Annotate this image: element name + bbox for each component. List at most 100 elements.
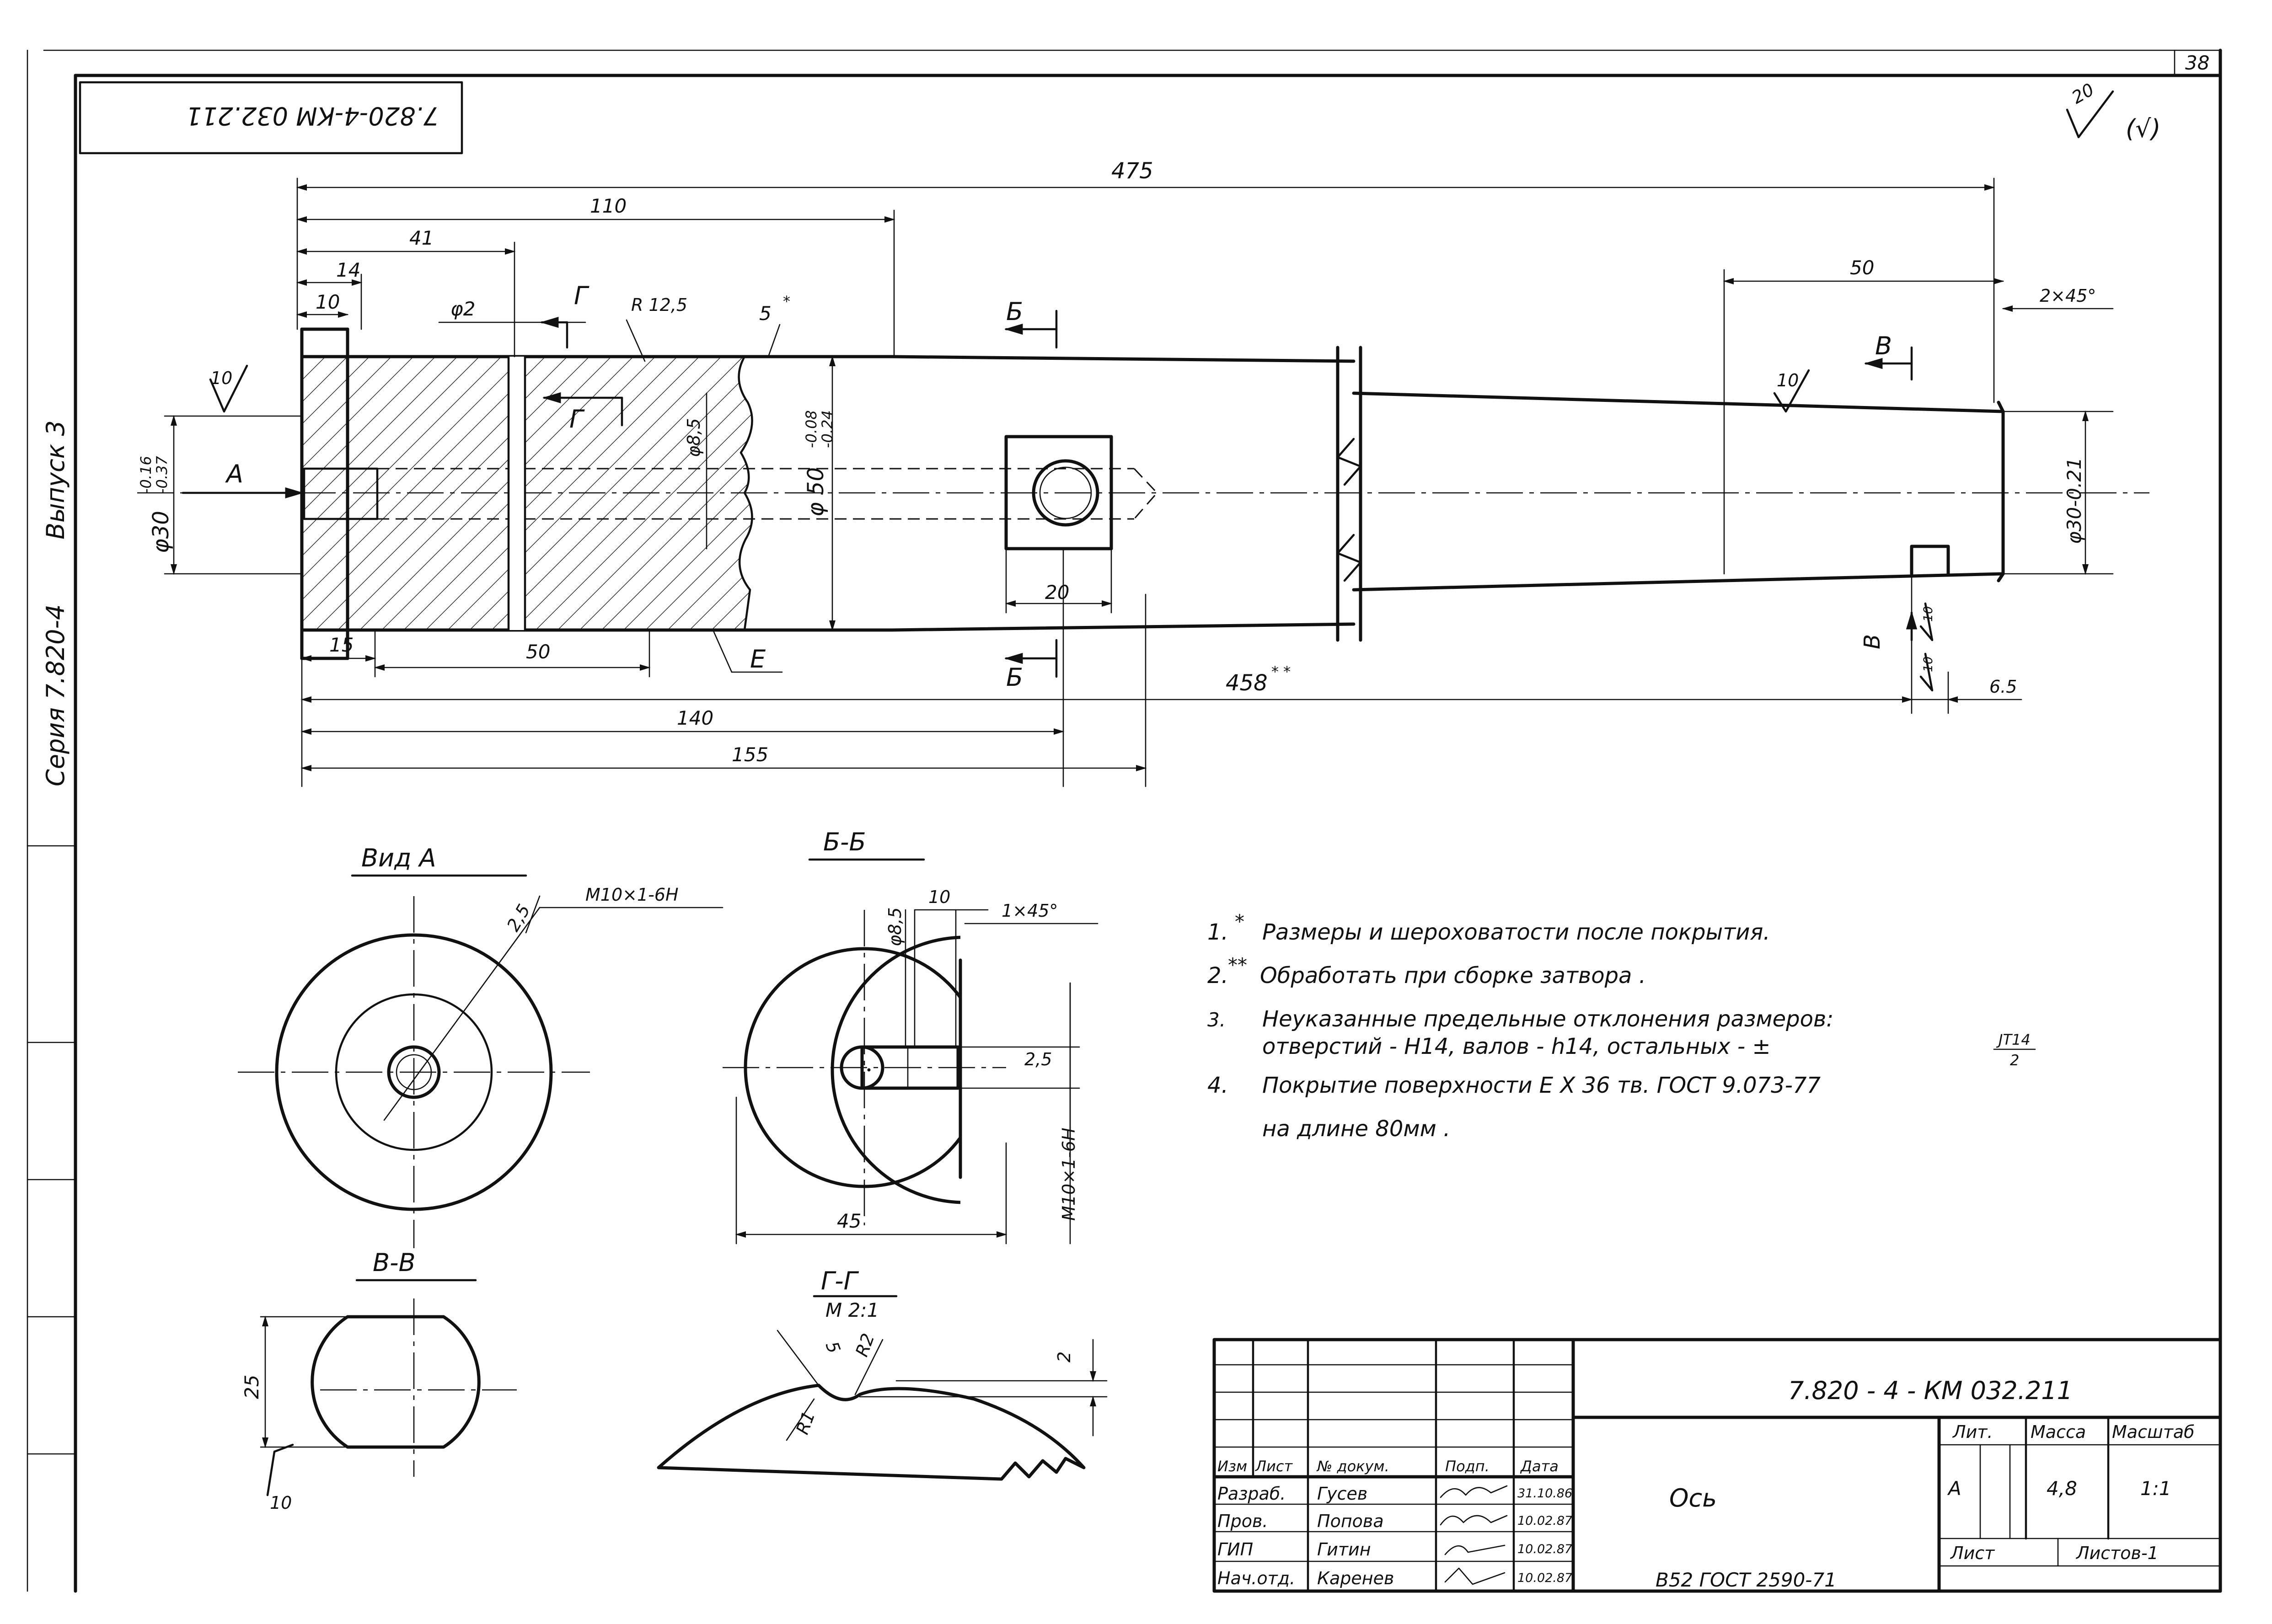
section-bb-phi85: φ8,5 bbox=[885, 908, 905, 947]
section-gg-title: Г-Г bbox=[821, 1266, 859, 1295]
svg-text:(√): (√) bbox=[2126, 114, 2161, 143]
note-2-num: 2. bbox=[1207, 963, 1228, 988]
note-2-text: Обработать при сборке затвора . bbox=[1260, 963, 1646, 988]
tb-name-prov: Попова bbox=[1317, 1511, 1384, 1531]
section-bb-title: Б-Б bbox=[823, 828, 866, 856]
note-4-text: Покрытие поверхности Е Х 36 тв. ГОСТ 9.0… bbox=[1262, 1073, 1821, 1098]
section-letter-v-bottom: В bbox=[1859, 634, 1885, 649]
dim-475: 475 bbox=[1111, 158, 1153, 184]
dim-chamfer-right: 2×45° bbox=[2040, 286, 2096, 306]
svg-text:-0.24: -0.24 bbox=[819, 410, 836, 448]
section-bb: Б-Б φ8,5 10 1×45° 2,5 М10×1-6Н 45 bbox=[723, 828, 1098, 1245]
note-3-frac-bottom: 2 bbox=[2010, 1052, 2019, 1069]
dim-r125: R 12,5 bbox=[631, 295, 687, 315]
section-vv-d25: 25 bbox=[241, 1375, 263, 1399]
section-letter-b-bottom: Б bbox=[1006, 663, 1023, 692]
sheet-frame bbox=[27, 48, 2222, 1593]
svg-text:-0.08: -0.08 bbox=[803, 410, 820, 448]
svg-text:20: 20 bbox=[2068, 80, 2098, 108]
side-issue-label: Выпуск 3 bbox=[41, 420, 70, 540]
general-roughness-symbol: 20 (√) bbox=[2066, 80, 2161, 143]
svg-text:-0.37: -0.37 bbox=[153, 456, 171, 494]
tb-role-gip: ГИП bbox=[1217, 1539, 1253, 1560]
tb-role-nach: Нач.отд. bbox=[1217, 1568, 1295, 1588]
dim-phi50: φ 50 bbox=[803, 467, 829, 517]
dim-65: 6.5 bbox=[1989, 677, 2017, 697]
section-bb-d10: 10 bbox=[928, 887, 950, 907]
title-block: Изм Лист № докум. Подп. Дата Разраб. Гус… bbox=[1212, 1338, 2222, 1593]
tb-header-date: Дата bbox=[1520, 1458, 1559, 1475]
section-bb-d25: 2,5 bbox=[1024, 1049, 1052, 1069]
tb-date-gip: 10.02.87 bbox=[1517, 1542, 1572, 1556]
tb-mass-label: Масса bbox=[2031, 1422, 2086, 1442]
note-4-num: 4. bbox=[1207, 1073, 1228, 1098]
section-vv-hatch bbox=[311, 1315, 481, 1449]
tb-lit-value: А bbox=[1947, 1477, 1961, 1500]
tb-sheets-label: Листов-1 bbox=[2075, 1543, 2159, 1563]
view-a: Вид А М10×1-6Н 2,5 bbox=[238, 844, 723, 1248]
section-letter-b-top: Б bbox=[1006, 297, 1023, 326]
dim-20: 20 bbox=[1045, 581, 1069, 604]
page-number: 38 bbox=[2185, 52, 2209, 74]
note-2-mark: ** bbox=[1228, 954, 1247, 976]
dim-15: 15 bbox=[329, 634, 354, 656]
section-letter-g-top: Г bbox=[574, 281, 589, 310]
tb-date-prov: 10.02.87 bbox=[1517, 1514, 1572, 1528]
dim-phi85: φ8,5 bbox=[684, 418, 704, 458]
tb-date-nach: 10.02.87 bbox=[1517, 1571, 1572, 1585]
note-1-num: 1. bbox=[1207, 919, 1228, 945]
main-view bbox=[137, 327, 2149, 660]
main-dimensions: 475 110 41 14 10 φ2 R 12,5 5 * φ8,5 φ 50… bbox=[137, 158, 2114, 787]
dim-458: 458 bbox=[1226, 670, 1268, 696]
tb-mass-value: 4,8 bbox=[2047, 1477, 2077, 1500]
signature-razrab bbox=[1440, 1485, 1508, 1498]
dim-phi30-right: φ30-0.21 bbox=[2063, 457, 2085, 544]
side-series-label: Серия 7.820-4 bbox=[41, 604, 70, 786]
note-3-cont: отверстий - Н14, валов - h14, остальных … bbox=[1262, 1034, 1771, 1059]
section-letter-v-top: В bbox=[1875, 331, 1892, 360]
surface-letter-e: Е bbox=[750, 645, 766, 673]
svg-text:10: 10 bbox=[210, 368, 232, 388]
tb-part-name: Ось bbox=[1669, 1484, 1717, 1512]
svg-text:10: 10 bbox=[270, 1493, 292, 1513]
dim-50-bottom: 50 bbox=[526, 641, 550, 663]
tb-role-prov: Пров. bbox=[1217, 1511, 1268, 1531]
rotated-code-stamp: 7.820-4-КМ 032.211 bbox=[79, 81, 463, 155]
tb-code: 7.820 - 4 - КМ 032.211 bbox=[1788, 1376, 2073, 1405]
notes: 1. * Размеры и шероховатости после покры… bbox=[1207, 910, 2036, 1142]
section-vv: В-В 25 10 bbox=[241, 1248, 517, 1513]
section-gg-d5: 5 bbox=[822, 1339, 845, 1356]
view-a-title: Вид А bbox=[361, 844, 436, 872]
signature-gip bbox=[1444, 1544, 1506, 1555]
tb-date-razrab: 31.10.86 bbox=[1517, 1486, 1572, 1501]
tb-header-izm: Изм bbox=[1217, 1458, 1247, 1475]
tb-name-gip: Гитин bbox=[1317, 1539, 1371, 1560]
section-bb-chamfer: 1×45° bbox=[1002, 901, 1058, 921]
signature-nach bbox=[1444, 1567, 1506, 1585]
rotated-code-text: 7.820-4-КМ 032.211 bbox=[186, 102, 439, 130]
svg-text:-0.16: -0.16 bbox=[137, 456, 155, 494]
section-gg-r1: R1 bbox=[792, 1408, 819, 1437]
tb-name-nach: Каренев bbox=[1317, 1568, 1394, 1588]
dim-10: 10 bbox=[316, 291, 340, 313]
note-4-cont: на длине 80мм . bbox=[1262, 1116, 1450, 1142]
note-3-num: 3. bbox=[1207, 1009, 1226, 1031]
tb-sheet-label: Лист bbox=[1950, 1543, 1995, 1563]
dim-41: 41 bbox=[409, 227, 434, 249]
main-section-hatch bbox=[302, 357, 752, 630]
dim-14: 14 bbox=[336, 259, 360, 281]
note-3-text: Неуказанные предельные отклонения размер… bbox=[1262, 1006, 1833, 1032]
section-bb-d45: 45 bbox=[837, 1210, 861, 1232]
tb-lit-label: Лит. bbox=[1952, 1422, 1993, 1442]
section-vv-title: В-В bbox=[373, 1248, 416, 1277]
note-3-frac-top: JT14 bbox=[1996, 1031, 2031, 1048]
svg-text:10: 10 bbox=[1921, 657, 1935, 672]
dim-110: 110 bbox=[590, 195, 627, 217]
tb-name-razrab: Гусев bbox=[1317, 1484, 1367, 1504]
section-letter-g-mid: Г bbox=[569, 405, 585, 433]
tb-header-doc: № докум. bbox=[1316, 1458, 1389, 1475]
svg-text:10: 10 bbox=[1921, 606, 1935, 622]
svg-text:* *: * * bbox=[1271, 663, 1291, 680]
view-letter-a: А bbox=[225, 459, 243, 488]
